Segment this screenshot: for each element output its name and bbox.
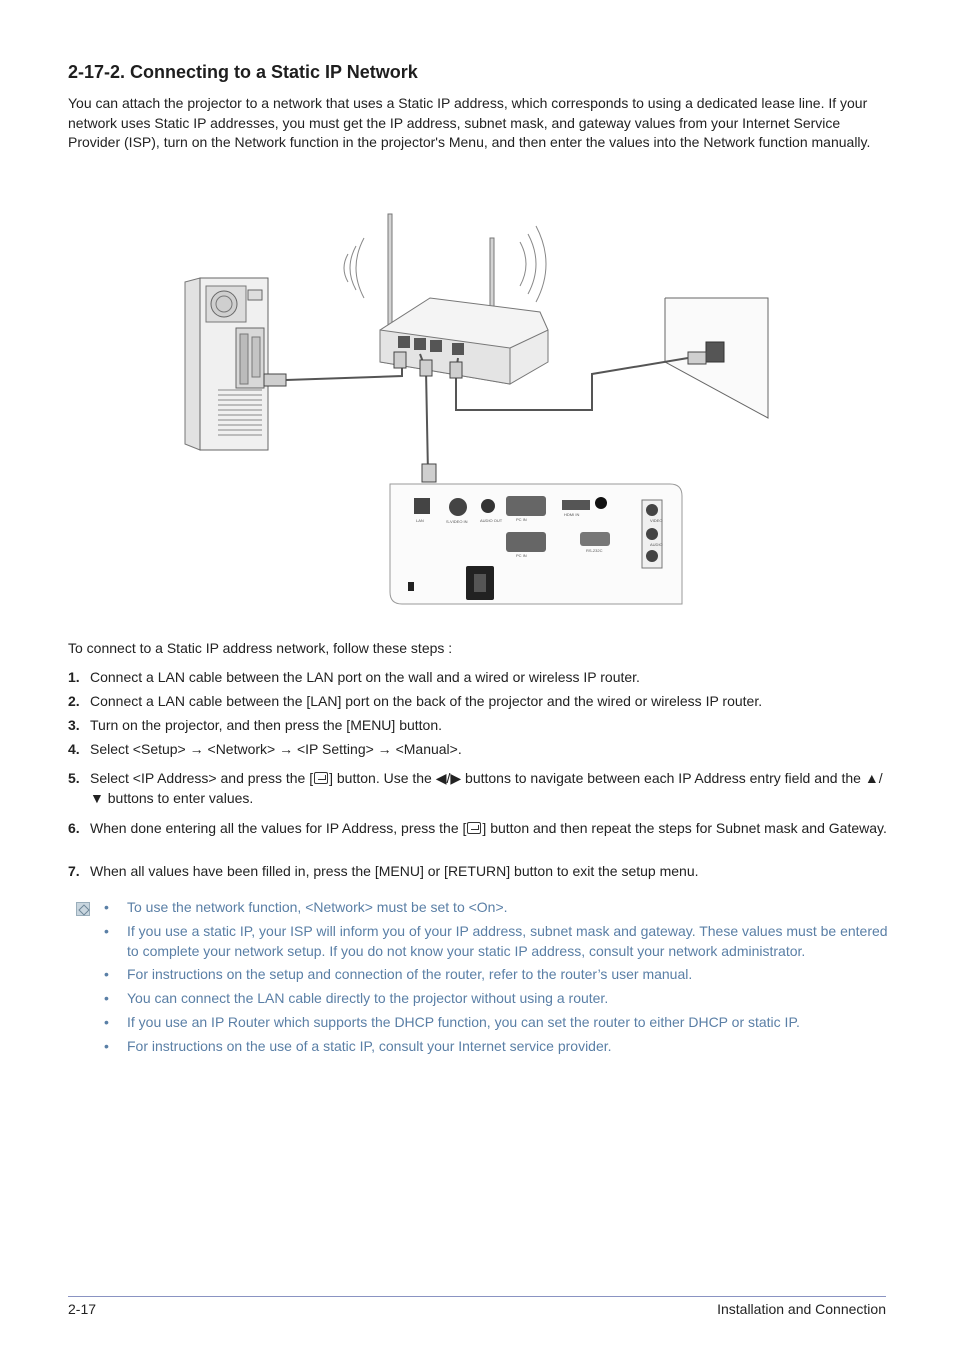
pc-in-port (506, 496, 546, 516)
step-text: Select <IP Address> and press the [ (90, 770, 314, 786)
port-label: PC IN (516, 517, 527, 522)
list-item: • If you use a static IP, your ISP will … (100, 922, 890, 961)
note-icon (76, 902, 90, 916)
list-item: 6. When done entering all the values for… (68, 819, 890, 839)
step-number: 3. (68, 717, 80, 733)
rs232c-port (580, 532, 610, 546)
port-label: S-VIDEO IN (446, 519, 468, 524)
note-text: You can connect the LAN cable directly t… (127, 990, 609, 1006)
step-number: 7. (68, 863, 80, 879)
note-text: For instructions on the setup and connec… (127, 966, 693, 982)
router-cable-plug (449, 361, 463, 379)
note-text: If you use an IP Router which supports t… (127, 1014, 800, 1030)
bullet: • (104, 1038, 109, 1054)
bullet: • (104, 990, 109, 1006)
projector-cable-plug (421, 463, 437, 483)
list-item: • For instructions on the use of a stati… (100, 1037, 890, 1057)
list-item: 7. When all values have been filled in, … (68, 862, 890, 882)
step-text: When all values have been filled in, pre… (90, 863, 699, 879)
list-item: • If you use an IP Router which supports… (100, 1013, 890, 1033)
section-title: 2-17-2. Connecting to a Static IP Networ… (68, 62, 418, 82)
note-text: If you use a static IP, your ISP will in… (127, 923, 888, 959)
list-item: • You can connect the LAN cable directly… (100, 989, 890, 1009)
pc-in-port-2 (506, 532, 546, 552)
hdmi-port (562, 500, 590, 510)
step-text: When done entering all the values for IP… (90, 820, 467, 836)
pc-tower-illustration (184, 277, 287, 451)
intro-paragraph: You can attach the projector to a networ… (68, 95, 871, 150)
port-label: AUDIO OUT (480, 518, 503, 523)
page-number: 2-17 (68, 1301, 97, 1317)
enter-icon (314, 772, 329, 784)
network-connection-diagram: LAN S-VIDEO IN AUDIO OUT PC IN HDMI IN P… (184, 213, 769, 605)
note-text: To use the network function, <Network> m… (127, 899, 508, 915)
list-item: 2. Connect a LAN cable between the [LAN]… (68, 692, 890, 712)
step-number: 1. (68, 669, 80, 685)
step-number: 6. (68, 820, 80, 836)
port-label: HDMI IN (564, 512, 579, 517)
list-item: • For instructions on the setup and conn… (100, 965, 890, 985)
note-text: For instructions on the use of a static … (127, 1038, 612, 1054)
list-item: 5. Select <IP Address> and press the [] … (68, 769, 890, 808)
audio-out-port (481, 499, 495, 513)
s-video-port (449, 498, 467, 516)
lan-port (414, 498, 430, 514)
step-number: 2. (68, 693, 80, 709)
list-item: 4. Select <Setup> → <Network> → <IP Sett… (68, 740, 890, 760)
bullet: • (104, 923, 109, 939)
step-text: Connect a LAN cable between the [LAN] po… (90, 693, 763, 709)
router-illustration (343, 213, 549, 385)
bullet: • (104, 966, 109, 982)
port-label: LAN (416, 518, 424, 523)
steps-intro: To connect to a Static IP address networ… (68, 640, 453, 656)
step-number: 5. (68, 770, 80, 786)
port-label: VIDEO (650, 518, 662, 523)
step-number: 4. (68, 741, 80, 757)
footer-divider (68, 1296, 886, 1297)
port-label: RS-232C (586, 548, 603, 553)
bullet: • (104, 899, 109, 915)
projector-rear-panel-illustration: LAN S-VIDEO IN AUDIO OUT PC IN HDMI IN P… (389, 483, 683, 605)
router-cable-plug (419, 359, 433, 377)
enter-icon (467, 822, 482, 834)
list-item: 3. Turn on the projector, and then press… (68, 716, 890, 736)
chapter-title: Installation and Connection (717, 1301, 886, 1317)
router-cable-plug (393, 351, 407, 369)
bullet: • (104, 1014, 109, 1030)
step-text: Turn on the projector, and then press th… (90, 717, 443, 733)
step-text: Select <Setup> → <Network> → <IP Setting… (90, 741, 462, 757)
port-label: PC IN (516, 553, 527, 558)
step-text: ] button and then repeat the steps for S… (482, 820, 887, 836)
wall-lan-port-illustration (664, 297, 769, 419)
list-item: 1. Connect a LAN cable between the LAN p… (68, 668, 890, 688)
step-text: ] button. Use the ◀/▶ buttons to navigat… (90, 770, 883, 806)
step-text: Connect a LAN cable between the LAN port… (90, 669, 640, 685)
port-label: AUDIO (650, 542, 663, 547)
list-item: • To use the network function, <Network>… (100, 898, 890, 918)
